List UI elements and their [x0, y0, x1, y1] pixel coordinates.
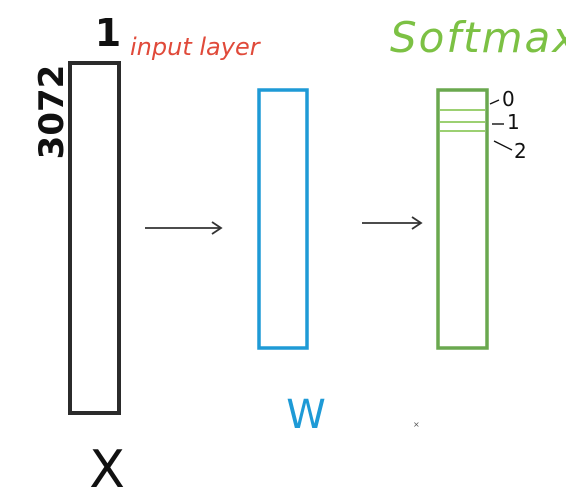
weights-box: [257, 88, 309, 350]
input-layer-label: input layer: [130, 33, 262, 61]
input-x-label: X: [89, 440, 125, 492]
softmax-row-dividers: [440, 109, 485, 132]
output-label-1-text: 1: [507, 110, 520, 134]
input-height-label: 3072: [32, 65, 72, 160]
softmax-label: Softmax: [390, 13, 566, 62]
output-label-1: 1: [492, 110, 520, 134]
output-label-0-text: 0: [502, 87, 515, 111]
stray-mark: ×: [413, 420, 420, 429]
input-width-label: 1: [95, 11, 121, 55]
arrow-weights-to-softmax: [362, 216, 423, 230]
output-label-0: 0: [489, 87, 515, 111]
softmax-box: [436, 88, 489, 350]
arrow-input-to-weights: [145, 221, 223, 235]
output-label-2: 2: [493, 139, 527, 163]
input-vector-box: [68, 61, 121, 415]
output-label-2-text: 2: [514, 139, 527, 163]
weights-label: W: [286, 392, 326, 438]
